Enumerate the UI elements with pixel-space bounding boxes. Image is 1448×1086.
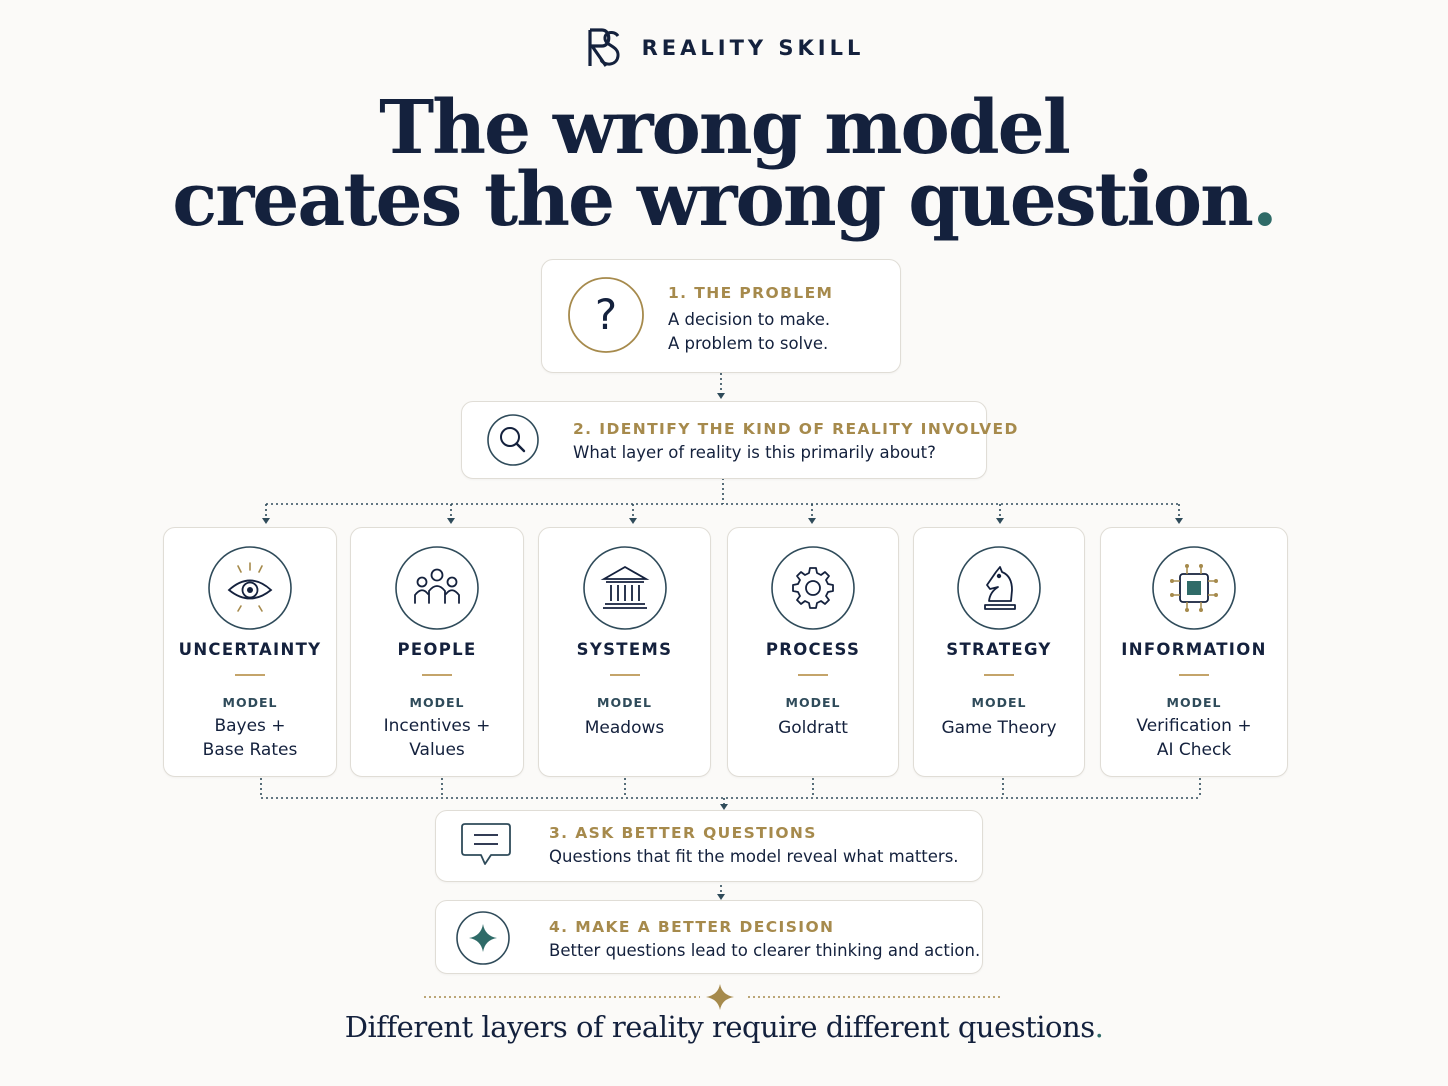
model-line: Meadows (584, 718, 665, 738)
step-text-1: A decision to make. (668, 310, 831, 329)
layer-card-strategy: STRATEGY MODEL Game Theory (913, 527, 1085, 777)
model-line: Game Theory (941, 718, 1057, 738)
eye-icon (208, 546, 292, 630)
divider (984, 674, 1014, 676)
search-icon (487, 414, 539, 466)
model-label: MODEL (785, 695, 841, 710)
model-line: Goldratt (778, 718, 848, 738)
star-icon (706, 984, 734, 1010)
step-number: 1. (668, 284, 688, 302)
layer-name: STRATEGY (946, 640, 1052, 659)
title-end-mark: . (1251, 157, 1278, 243)
footer-end-mark: . (1094, 1010, 1104, 1044)
layer-card-uncertainty: UNCERTAINTY MODEL Bayes + Base Rates (163, 527, 337, 777)
model-text: Game Theory (914, 716, 1084, 740)
layer-card-process: PROCESS MODEL Goldratt (727, 527, 899, 777)
layer-card-people: PEOPLE MODEL Incentives + Values (350, 527, 524, 777)
step-label: 1. THE PROBLEM (668, 284, 833, 302)
question-icon: ? (568, 277, 644, 353)
step-number: 2. (573, 420, 593, 438)
model-text: Incentives + Values (351, 714, 523, 762)
model-line: AI Check (1156, 740, 1232, 760)
sparkle-icon (456, 911, 510, 965)
model-label: MODEL (597, 695, 652, 710)
layer-name: PROCESS (765, 640, 861, 659)
divider (609, 674, 640, 676)
brand-header: REALITY SKILL (0, 26, 1448, 70)
footer-text: Different layers of reality require diff… (344, 1010, 1095, 1044)
step-text-1: Questions that fit the model reveal what… (549, 847, 959, 866)
step-title: IDENTIFY THE KIND OF REALITY INVOLVED (599, 420, 1019, 438)
model-line: Base Rates (202, 740, 298, 760)
divider (235, 674, 265, 676)
model-label: MODEL (222, 695, 278, 710)
layer-card-information: INFORMATION MODEL Verification + AI Chec… (1100, 527, 1288, 777)
model-text: Bayes + Base Rates (164, 714, 336, 762)
institution-icon (582, 546, 667, 630)
divider (1179, 674, 1209, 676)
model-line: Bayes + (214, 716, 286, 736)
model-text: Goldratt (728, 716, 898, 740)
page-title: The wrong model (0, 85, 1448, 171)
rs-monogram-logo (588, 28, 620, 67)
model-label: MODEL (971, 695, 1027, 710)
step-make-better-decision: 4. MAKE A BETTER DECISION Better questio… (435, 900, 983, 974)
model-line: Values (409, 740, 465, 760)
gear-icon (771, 546, 855, 630)
chess-knight-icon (957, 546, 1041, 630)
chip-icon (1152, 546, 1236, 630)
model-text: Verification + AI Check (1101, 714, 1287, 762)
step-number: 3. (549, 824, 569, 842)
step-title: ASK BETTER QUESTIONS (575, 824, 817, 842)
layer-name: SYSTEMS (576, 640, 673, 659)
model-label: MODEL (409, 695, 465, 710)
step-identify-reality: 2. IDENTIFY THE KIND OF REALITY INVOLVED… (461, 401, 1017, 479)
step-text-2: A problem to solve. (668, 334, 829, 353)
people-icon (395, 546, 479, 630)
step-label: 4. MAKE A BETTER DECISION (549, 918, 834, 936)
title-line-2: creates the wrong question (172, 157, 1254, 243)
step-number: 4. (549, 918, 569, 936)
model-line: Verification + (1136, 716, 1252, 736)
step-text-1: Better questions lead to clearer thinkin… (549, 941, 981, 960)
layer-name: PEOPLE (397, 640, 477, 659)
svg-text:?: ? (595, 290, 617, 339)
step-ask-better-questions: 3. ASK BETTER QUESTIONS Questions that f… (435, 810, 983, 882)
step-title: THE PROBLEM (694, 284, 834, 302)
model-line: Incentives + (383, 716, 491, 736)
model-text: Meadows (539, 716, 710, 740)
footer-ornament (424, 984, 1000, 1010)
divider (422, 674, 452, 676)
step-text-1: What layer of reality is this primarily … (573, 443, 936, 462)
layer-card-systems: SYSTEMS MODEL Meadows (538, 527, 711, 777)
footer-tagline: Different layers of reality require diff… (0, 1010, 1448, 1044)
layer-name: INFORMATION (1121, 640, 1267, 659)
chat-icon (461, 823, 511, 865)
step-label: 3. ASK BETTER QUESTIONS (549, 824, 817, 842)
brand-name: REALITY SKILL (641, 36, 865, 60)
title-line-1: The wrong model (379, 85, 1071, 171)
step-problem: ? 1. THE PROBLEM A decision to make. A p… (541, 259, 901, 373)
model-label: MODEL (1166, 695, 1222, 710)
step-title: MAKE A BETTER DECISION (575, 918, 835, 936)
layer-name: UNCERTAINTY (178, 640, 322, 659)
page-title-line-2: creates the wrong question. (0, 163, 1448, 237)
divider (798, 674, 828, 676)
step-label: 2. IDENTIFY THE KIND OF REALITY INVOLVED (573, 420, 1019, 438)
